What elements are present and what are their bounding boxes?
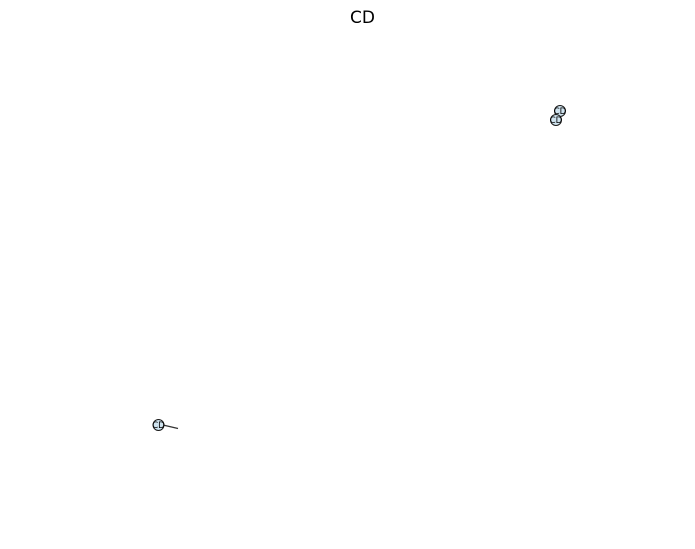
graph-node: CD — [554, 105, 567, 117]
node-circle — [152, 419, 165, 431]
graph-node: CD — [550, 114, 563, 126]
node-label: CD — [152, 421, 165, 431]
node-label: CD — [554, 107, 567, 117]
node-label: CD — [550, 116, 563, 126]
node-circle — [550, 114, 562, 126]
graph-title: CD — [350, 8, 375, 28]
graph-node: CD — [152, 419, 165, 431]
graph-edge — [162, 424, 179, 430]
